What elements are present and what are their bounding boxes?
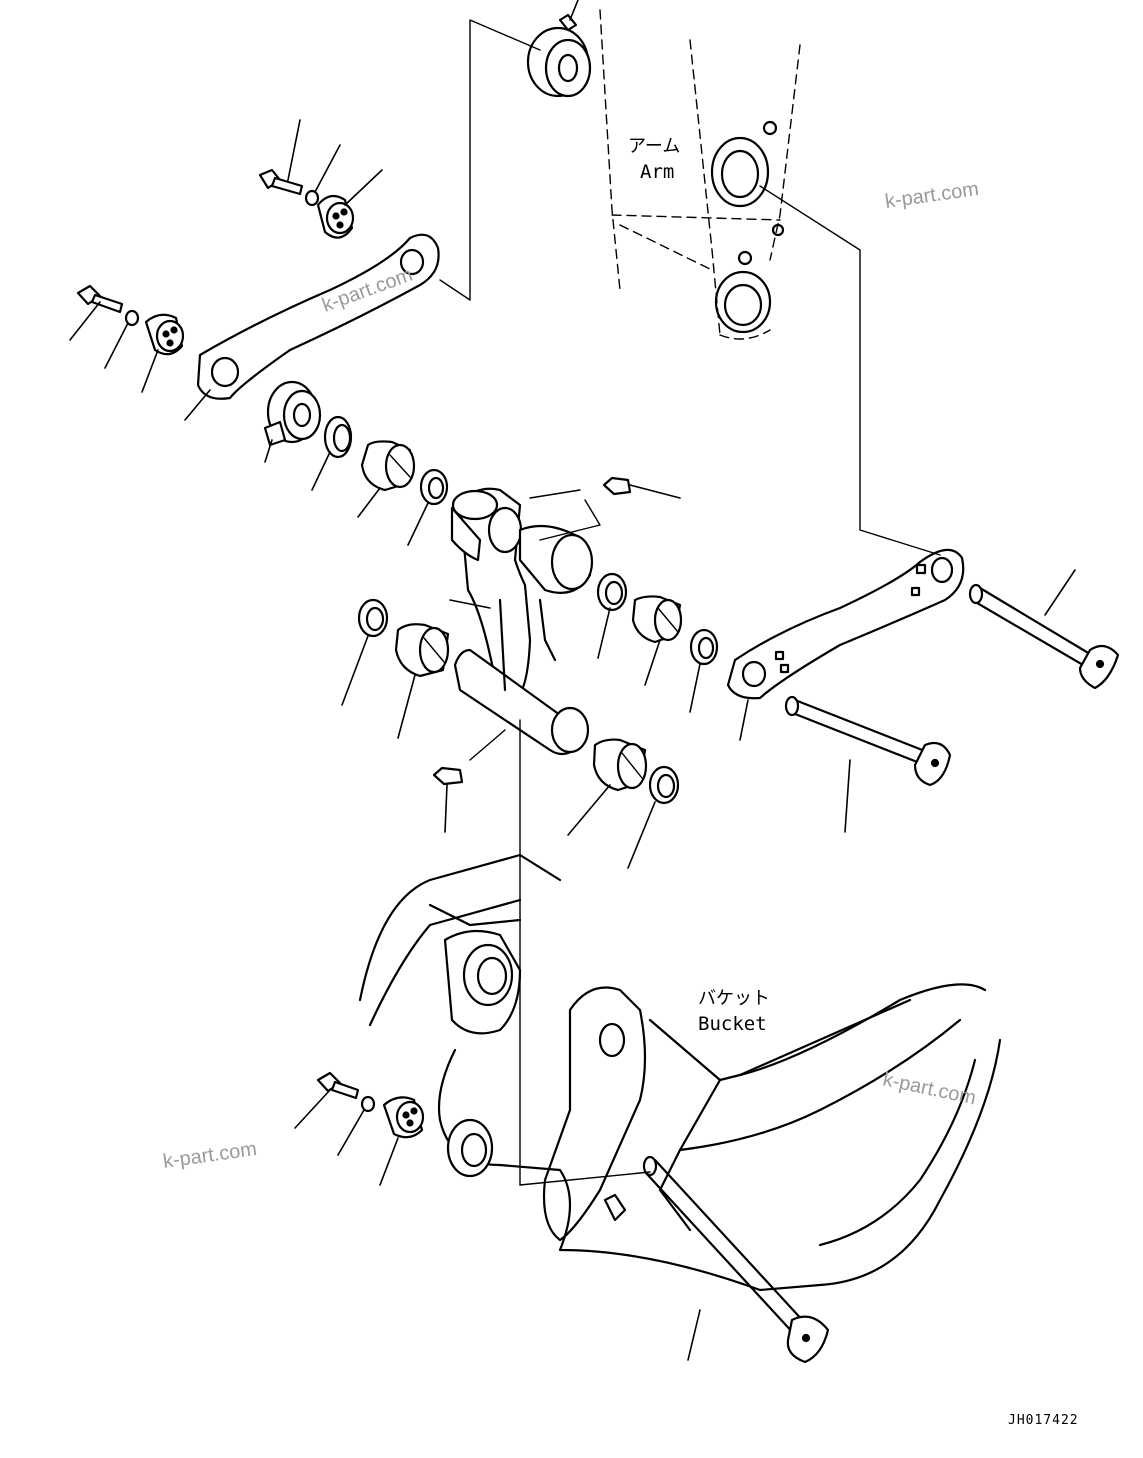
h-link-bottom-hole (550, 706, 590, 754)
pin-middle-right (784, 695, 952, 787)
washer-left (124, 309, 140, 327)
bucket-label-en: Bucket (698, 1013, 767, 1035)
arm-label-jp: アーム (628, 136, 680, 157)
pin-lower (642, 1155, 830, 1364)
boss-upper-a (316, 194, 355, 239)
bolt-left (76, 284, 124, 314)
arm-label-en: Arm (640, 161, 674, 183)
grease-nipple-upper (602, 476, 632, 496)
bucket: バケット Bucket (358, 853, 1002, 1292)
bolt-upper-a (258, 168, 304, 196)
washer-upper-a (304, 189, 320, 207)
arm-pin-hole-lower (723, 283, 763, 327)
watermark-top-right: k-part.com (884, 178, 981, 213)
grease-nipple-lower (432, 766, 464, 786)
arm: アーム Arm (599, 9, 801, 340)
boss-lower (382, 1096, 425, 1139)
bushing-left-lower (394, 623, 450, 678)
bushing-right-1 (631, 595, 683, 644)
right-link-hole-rear (930, 556, 954, 584)
arm-pin-hole-upper (720, 149, 760, 199)
left-link-hole-rear (399, 248, 425, 276)
seal-ring-right-1 (596, 572, 628, 612)
boss-left (144, 313, 185, 356)
right-link-hole-front (741, 660, 767, 688)
arm-pin-boss-upper (710, 136, 770, 208)
arm-pin-boss-lower (714, 270, 772, 334)
pin-upper-right (968, 583, 1120, 690)
seal-ring-upper-2 (419, 468, 449, 506)
bushing-upper-1 (360, 440, 416, 492)
drawing-code: JH017422 (1008, 1413, 1079, 1428)
watermark-lower-left: k-part.com (162, 1138, 259, 1173)
leader-lines (69, 0, 1076, 1361)
bucket-label-jp: バケット (698, 988, 770, 1009)
seal-ring-lower-right (648, 765, 680, 805)
bushing-lower-right (592, 738, 648, 792)
watermark-lower-right: k-part.com (881, 1068, 978, 1109)
left-link-hole-front (210, 356, 240, 388)
assembly-lines (439, 19, 941, 1186)
bucket-pin-hole-upper (598, 1022, 626, 1058)
shim-left (263, 380, 322, 447)
bolt-lower (316, 1071, 360, 1100)
top-shim (526, 13, 592, 98)
seal-ring-left-lower (357, 598, 389, 638)
h-link (450, 487, 594, 756)
seal-ring-upper-1 (323, 415, 353, 459)
h-link-top-hole (550, 533, 594, 591)
washer-lower (360, 1095, 376, 1113)
left-link (196, 233, 440, 400)
right-link (726, 548, 965, 700)
seal-ring-right-2 (689, 628, 719, 666)
